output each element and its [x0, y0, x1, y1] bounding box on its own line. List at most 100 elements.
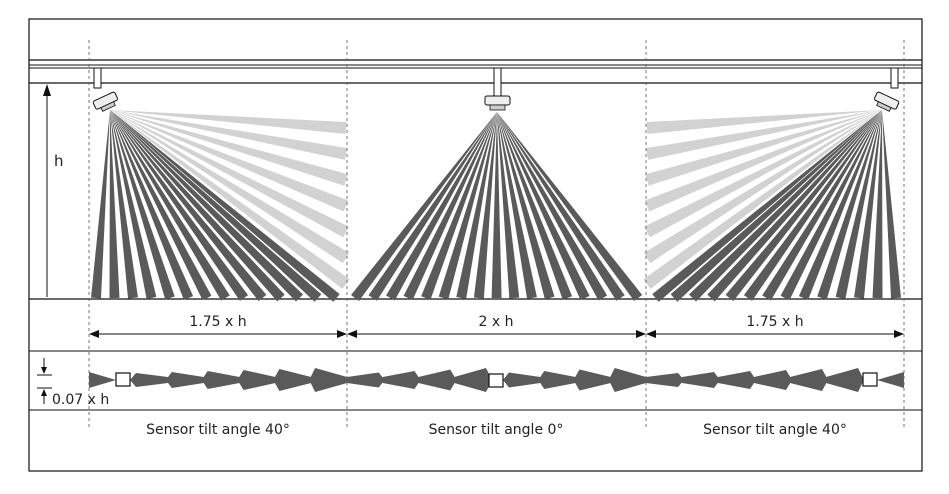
- beam-dark: [817, 110, 882, 300]
- footprint-arrow: [165, 372, 204, 388]
- tilt-left-label: Sensor tilt angle 40°: [146, 422, 290, 438]
- sensor-position-marker: [115, 372, 131, 387]
- beam-dark: [835, 110, 882, 300]
- sensor-left: [92, 67, 118, 112]
- footprint-arrow: [754, 370, 792, 390]
- footprint-arrow: [309, 368, 347, 392]
- beam-dark: [91, 110, 110, 299]
- beam-dark: [110, 110, 304, 302]
- footprint-arrow: [454, 368, 492, 392]
- footprint-arrow: [718, 371, 756, 389]
- span-right-label: 1.75 x h: [746, 314, 803, 330]
- beam-light: [110, 110, 348, 186]
- footprint-arrow: [682, 372, 720, 388]
- beam-dark: [497, 112, 643, 302]
- footprint-arrow: [347, 372, 385, 388]
- tilt-right-label: Sensor tilt angle 40°: [703, 422, 847, 438]
- beam-light: [644, 110, 882, 212]
- beam-dark: [762, 110, 882, 301]
- beam-light: [645, 110, 882, 186]
- beam-fans: [91, 110, 901, 302]
- beam-dark: [497, 112, 573, 300]
- footprint-arrow: [608, 368, 646, 392]
- beam-light: [110, 110, 349, 238]
- beam-dark: [110, 110, 175, 300]
- beam-light: [110, 110, 350, 289]
- beam-dark: [497, 112, 555, 300]
- floor-footprint: [89, 368, 904, 392]
- beam-dark: [109, 110, 120, 299]
- beam-light: [644, 110, 882, 238]
- footprint-arrow: [201, 371, 240, 389]
- beam-dark: [725, 110, 882, 302]
- beam-dark: [110, 110, 138, 299]
- beam-dark: [386, 112, 497, 301]
- beam-light: [110, 110, 347, 134]
- beam-dark: [497, 112, 537, 299]
- offset-label: 0.07 x h: [52, 392, 109, 408]
- footprint-arrow: [790, 369, 828, 391]
- beam-dark: [421, 112, 497, 300]
- beam-dark: [872, 110, 883, 299]
- height-arrow: [43, 84, 51, 297]
- beam-dark: [351, 112, 497, 302]
- beam-dark: [110, 110, 267, 302]
- beam-light: [646, 110, 882, 134]
- footprint-arrow: [273, 369, 312, 391]
- beam-dark: [497, 112, 625, 301]
- outer-frame: [28, 18, 923, 472]
- beam-dark: [110, 110, 230, 301]
- tilt-middle-label: Sensor tilt angle 0°: [429, 422, 564, 438]
- beam-dark: [368, 112, 497, 301]
- sensor-right: [874, 67, 900, 112]
- beam-dark: [743, 110, 882, 301]
- beam-dark: [652, 110, 882, 302]
- beam-dark: [688, 110, 882, 302]
- offset-marker: [37, 358, 52, 404]
- footprint-arrow: [538, 371, 576, 389]
- beam-dark: [110, 110, 157, 300]
- beam-light: [643, 110, 882, 289]
- footprint-arrow: [418, 369, 457, 391]
- dimension-right: [646, 330, 904, 338]
- height-label: h: [54, 152, 64, 170]
- beam-dark: [110, 110, 249, 301]
- dimension-middle: [347, 330, 646, 338]
- dashed-guides: [88, 40, 905, 428]
- sensor-middle: [484, 67, 511, 111]
- beam-dark: [497, 112, 590, 301]
- beam-light: [643, 110, 882, 264]
- dimension-left: [89, 330, 347, 338]
- beam-dark: [110, 110, 194, 300]
- beam-dark: [497, 112, 608, 301]
- footprint-arrow: [826, 368, 864, 392]
- footprint-arrow: [130, 373, 168, 387]
- beam-dark: [670, 110, 882, 302]
- beam-dark: [456, 112, 497, 299]
- beam-dark: [854, 110, 882, 299]
- span-left-label: 1.75 x h: [189, 314, 246, 330]
- sensor-position-marker: [862, 372, 878, 387]
- footprint-arrow: [237, 370, 276, 390]
- beam-dark: [780, 110, 882, 301]
- beam-dark: [882, 110, 901, 299]
- footprint-arrow: [89, 372, 116, 388]
- footprint-arrow: [877, 372, 904, 388]
- footprint-arrow: [573, 369, 611, 391]
- beam-light: [110, 110, 348, 160]
- beam-dark: [491, 112, 502, 299]
- beam-dark: [497, 112, 520, 299]
- beam-light: [110, 110, 349, 212]
- span-middle-label: 2 x h: [479, 314, 514, 330]
- beam-dark: [110, 110, 322, 302]
- beam-dark: [473, 112, 497, 299]
- beam-dark: [707, 110, 882, 302]
- beam-light: [110, 110, 350, 264]
- footprint-arrow: [503, 372, 541, 388]
- beam-dark: [110, 110, 340, 302]
- beam-dark: [438, 112, 497, 300]
- beam-dark: [110, 110, 212, 301]
- beam-dark: [403, 112, 497, 301]
- beam-dark: [798, 110, 882, 300]
